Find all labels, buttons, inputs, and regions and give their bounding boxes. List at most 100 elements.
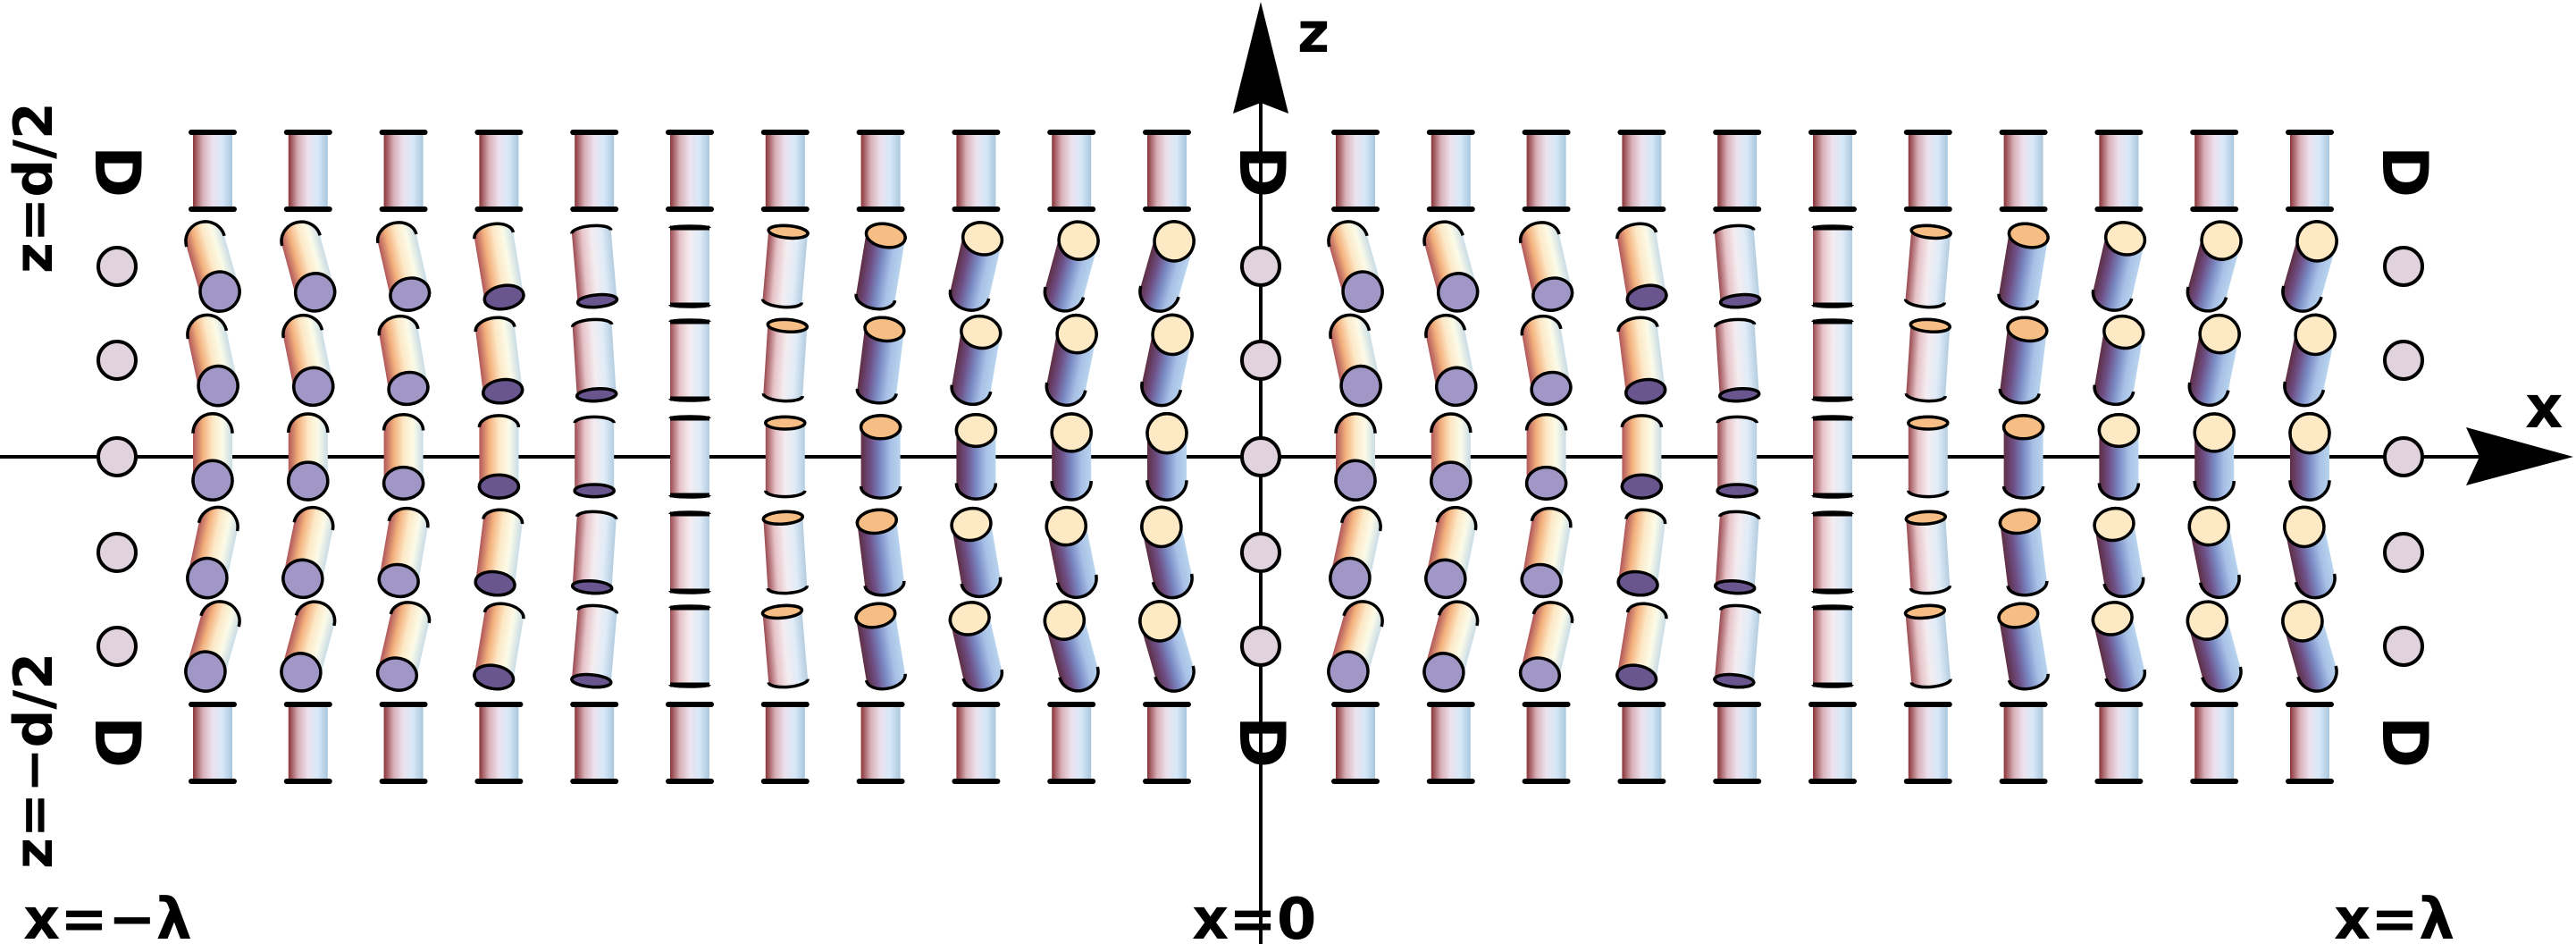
- director-cylinder: [570, 317, 618, 403]
- director-cylinder: [948, 221, 1004, 312]
- boundary-marker-bottom-left: D: [80, 716, 154, 768]
- top-cap: [764, 415, 807, 431]
- bottom-cap: [197, 364, 239, 408]
- x-left-label: x=−λ: [23, 887, 192, 944]
- director-cylinder: [764, 415, 807, 499]
- director-cylinder: [474, 316, 524, 405]
- anchored-cylinder: [1143, 130, 1191, 212]
- bottom-cap: [1430, 460, 1473, 502]
- top-cap: [961, 221, 1004, 257]
- director-cylinder: [1998, 316, 2049, 405]
- director-cylinder: [1050, 412, 1093, 502]
- bottom-cap: [1327, 650, 1370, 693]
- bottom-cap: [1616, 569, 1659, 597]
- director-cylinder: [1811, 415, 1854, 499]
- bottom-cap: [198, 270, 241, 313]
- director-cylinder: [2193, 412, 2236, 502]
- director-cylinder: [1138, 600, 1196, 693]
- director-cylinder: [1998, 508, 2049, 597]
- defect-circle: [1240, 532, 1281, 573]
- director-cylinder: [1811, 224, 1854, 308]
- director-cylinder: [668, 510, 711, 594]
- labels: z x z=d/2 z=−d/2 x=−λ x=0 x=λ D D D D D …: [3, 0, 2563, 944]
- top-cap: [1140, 505, 1183, 549]
- director-cylinder: [184, 600, 241, 693]
- anchored-cylinder: [2094, 702, 2144, 784]
- director-cylinder: [1713, 223, 1762, 309]
- top-cap: [864, 222, 907, 249]
- bottom-cap: [575, 386, 618, 403]
- defect-circle: [2383, 246, 2424, 287]
- bottom-cap: [375, 656, 419, 692]
- director-cylinder: [280, 600, 337, 693]
- director-cylinder: [1327, 220, 1384, 313]
- defect-circle: [2383, 532, 2424, 573]
- director-cylinder: [2091, 601, 2147, 692]
- top-cap: [960, 314, 1003, 350]
- top-cap: [1138, 600, 1181, 643]
- bottom-cap: [280, 652, 323, 693]
- anchored-cylinder: [570, 130, 619, 212]
- anchored-cylinder: [1331, 130, 1380, 212]
- top-cap: [1045, 505, 1087, 547]
- z-top-label: z=d/2: [3, 102, 65, 274]
- director-cylinder: [1616, 316, 1667, 405]
- top-cap: [1043, 600, 1087, 641]
- director-cylinder: [2001, 414, 2045, 500]
- bottom-cap: [482, 283, 525, 311]
- defect-circle: [2383, 436, 2424, 477]
- anchored-cylinder: [2190, 702, 2239, 784]
- director-cylinder: [950, 314, 1003, 407]
- anchored-cylinder: [2286, 702, 2334, 784]
- director-cylinder: [855, 316, 906, 405]
- defect-circle: [1240, 436, 1281, 477]
- director-cylinder: [570, 510, 618, 595]
- top-cap: [1055, 313, 1098, 355]
- director-cylinder: [1424, 505, 1478, 600]
- defect-circle: [96, 532, 138, 573]
- z-axis-label: z: [1297, 0, 1330, 65]
- anchored-cylinder: [1426, 702, 1475, 784]
- director-cylinder: [948, 601, 1004, 692]
- director-cylinder: [186, 313, 239, 408]
- bottom-cap: [1717, 386, 1761, 403]
- top-cap: [2102, 314, 2145, 350]
- anchored-cylinder: [474, 702, 524, 784]
- top-cap: [2294, 313, 2337, 357]
- director-cylinder: [1043, 220, 1100, 313]
- director-cylinder: [2093, 314, 2145, 407]
- x-axis-label: x: [2525, 373, 2563, 442]
- director-cylinder: [950, 506, 1003, 599]
- director-cylinder: [2091, 221, 2147, 312]
- top-cap: [1153, 220, 1196, 263]
- anchored-cylinder: [666, 130, 714, 212]
- director-cylinder: [1424, 313, 1478, 408]
- bottom-cap: [1339, 364, 1382, 408]
- defect-circle: [1240, 340, 1281, 381]
- bottom-cap: [382, 465, 425, 501]
- boundary-marker-bottom-right: D: [2368, 716, 2441, 768]
- top-cap: [2093, 506, 2135, 543]
- anchored-cylinder: [2094, 130, 2144, 212]
- top-cap: [2006, 316, 2049, 343]
- anchored-cylinder: [1713, 702, 1762, 784]
- director-cylinder: [2281, 220, 2338, 313]
- director-cylinder: [1907, 415, 1950, 499]
- top-cap: [1903, 603, 1947, 620]
- director-cylinder: [2186, 600, 2243, 693]
- bottom-cap: [1436, 272, 1480, 313]
- bottom-cap: [281, 558, 324, 600]
- anchored-cylinder: [666, 702, 714, 784]
- top-cap: [2001, 414, 2045, 441]
- director-cylinder: [1327, 600, 1384, 693]
- anchored-cylinder: [1999, 702, 2048, 784]
- director-cylinder: [1615, 602, 1668, 691]
- anchored-cylinder: [856, 702, 905, 784]
- director-cylinder: [184, 220, 241, 313]
- director-cylinder: [2186, 220, 2243, 313]
- bottom-cap: [287, 460, 330, 502]
- top-cap: [2187, 505, 2230, 547]
- director-cylinder: [1422, 600, 1480, 693]
- anchored-cylinder: [189, 702, 237, 784]
- bottom-cap: [474, 569, 516, 597]
